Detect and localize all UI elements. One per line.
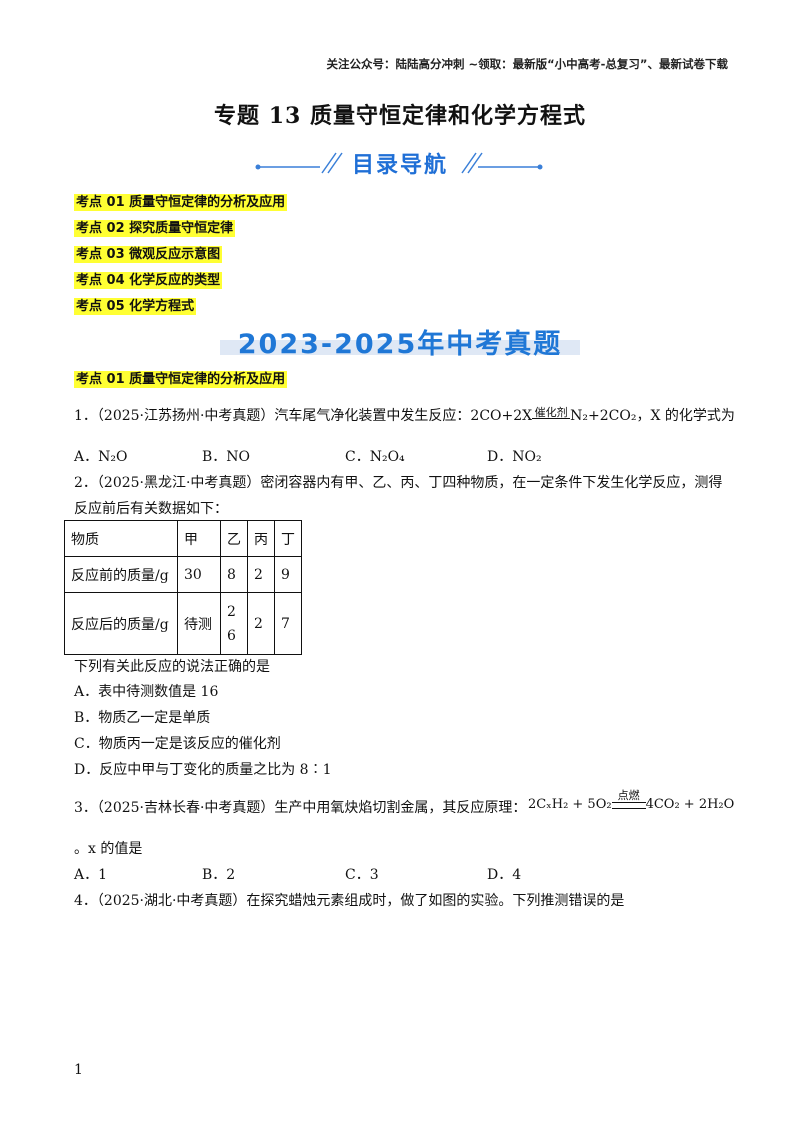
q1-option-b[interactable]: B．NO: [202, 449, 251, 465]
toc-item[interactable]: 考点 05 化学方程式: [74, 298, 197, 315]
q1-option-d[interactable]: D．NO₂: [487, 449, 542, 465]
q3-equation: 2CₓH₂ + 5O₂ 点燃 4CO₂ + 2H₂O: [528, 789, 735, 812]
q2-option-a[interactable]: A．表中待测数值是 16: [74, 684, 219, 700]
q3-option-c[interactable]: C．3: [345, 867, 379, 883]
q1-option-a[interactable]: A．N₂O: [74, 449, 128, 465]
toc-banner: 目录导航: [0, 147, 800, 178]
header-note: 关注公众号：陆陆高分冲刺 ~领取：最新版“小中高考-总复习”、最新试卷下载: [326, 57, 728, 71]
table-cell: 反应前的质量/g: [64, 556, 178, 593]
exam-banner: 2023-2025年中考真题: [218, 322, 582, 360]
toc-item[interactable]: 考点 01 质量守恒定律的分析及应用: [74, 194, 288, 211]
q3-eq-right: 4CO₂ + 2H₂O: [645, 797, 735, 812]
q4-stem: 4．（2025·湖北·中考真题）在探究蜡烛元素组成时，做了如图的实验。下列推测错…: [74, 893, 625, 909]
table-cell: 26: [220, 592, 248, 655]
page-title: 专题 13 质量守恒定律和化学方程式: [214, 103, 586, 129]
table-cell: 7: [274, 592, 302, 655]
q1-stem: 1．（2025·江苏扬州·中考真题）汽车尾气净化装置中发生反应：2CO+2X: [74, 408, 533, 424]
q3-condition: 点燃: [617, 789, 640, 802]
q3-eq-left: 2CₓH₂ + 5O₂: [528, 797, 612, 812]
q2-stem-line2: 反应前后有关数据如下：: [74, 501, 228, 517]
table-header: 丁: [274, 520, 302, 557]
table-cell: 待测: [177, 592, 221, 655]
q2-option-b[interactable]: B．物质乙一定是单质: [74, 710, 211, 726]
q2-option-c[interactable]: C．物质丙一定是该反应的催化剂: [74, 736, 281, 752]
q2-question: 下列有关此反应的说法正确的是: [74, 659, 270, 675]
q3-option-d[interactable]: D．4: [487, 867, 522, 883]
banner-decoration-icon: [255, 152, 543, 174]
table-header: 乙: [220, 520, 248, 557]
table-cell: 反应后的质量/g: [64, 592, 178, 655]
table-cell: 2: [247, 592, 275, 655]
section-label: 考点 01 质量守恒定律的分析及应用: [74, 371, 288, 388]
table-cell: 2: [247, 556, 275, 593]
toc-item[interactable]: 考点 04 化学反应的类型: [74, 272, 223, 289]
table-row: 反应后的质量/g 待测 26 2 7: [64, 592, 302, 655]
toc-item[interactable]: 考点 03 微观反应示意图: [74, 246, 223, 263]
data-table: 物质 甲 乙 丙 丁 反应前的质量/g 30 8 2 9 反应后的质量/g 待测…: [64, 520, 302, 655]
table-header: 物质: [64, 520, 178, 557]
q2-option-d[interactable]: D．反应中甲与丁变化的质量之比为 8∶1: [74, 762, 332, 778]
table-header-row: 物质 甲 乙 丙 丁: [64, 520, 302, 557]
table-cell: 8: [220, 556, 248, 593]
q3-stem: 3．（2025·吉林长春·中考真题）生产中用氧炔焰切割金属，其反应原理：: [74, 800, 527, 816]
toc-banner-title: 目录导航: [351, 153, 448, 178]
table-header: 甲: [177, 520, 221, 557]
q3-stem-2: 。x 的值是: [74, 841, 143, 857]
q1-option-c[interactable]: C．N₂O₄: [345, 449, 405, 465]
table-cell: 30: [177, 556, 221, 593]
q3-option-b[interactable]: B．2: [202, 867, 236, 883]
page-number: 1: [74, 1062, 83, 1078]
q3-option-a[interactable]: A．1: [74, 867, 108, 883]
toc-item[interactable]: 考点 02 探究质量守恒定律: [74, 220, 236, 237]
table-cell: 9: [274, 556, 302, 593]
q2-stem-line1: 2．（2025·黑龙江·中考真题）密闭容器内有甲、乙、丙、丁四种物质，在一定条件…: [74, 475, 723, 491]
q1-stem-end: N₂+2CO₂，X 的化学式为: [570, 408, 735, 424]
table-row: 反应前的质量/g 30 8 2 9: [64, 556, 302, 593]
table-header: 丙: [247, 520, 275, 557]
q1-condition: 催化剂: [534, 406, 568, 419]
exam-banner-title: 2023-2025年中考真题: [237, 329, 563, 360]
